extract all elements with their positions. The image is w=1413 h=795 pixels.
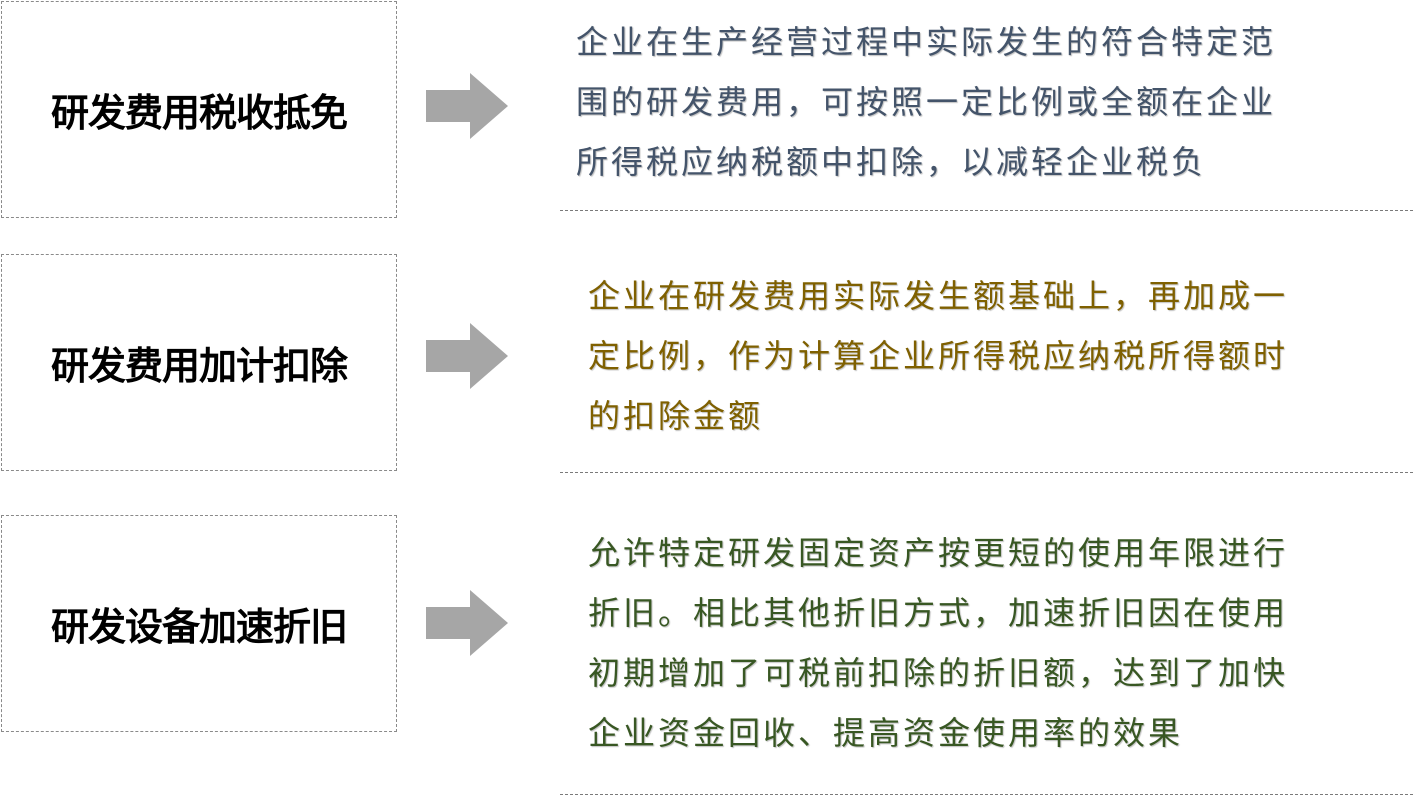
description-line: 所得税应纳税额中扣除，以减轻企业税负	[576, 143, 1207, 181]
policy-label: 研发设备加速折旧	[50, 605, 348, 649]
description-line: 围的研发费用，可按照一定比例或全额在企业	[576, 83, 1277, 121]
description-text: 企业在研发费用实际发生额基础上，再加成一 定比例，作为计算企业所得税应纳税所得额…	[588, 266, 1288, 446]
description-line: 初期增加了可税前扣除的折旧额，达到了加快	[588, 654, 1289, 692]
policy-label: 研发费用加计扣除	[50, 344, 348, 388]
description-line: 允许特定研发固定资产按更短的使用年限进行	[588, 534, 1289, 572]
description-line: 企业资金回收、提高资金使用率的效果	[588, 714, 1184, 752]
description-line: 的扣除金额	[588, 397, 764, 435]
arrow-right-icon	[426, 323, 508, 389]
policy-box-rd-super-deduction: 研发费用加计扣除	[1, 254, 397, 471]
description-line: 定比例，作为计算企业所得税应纳税所得额时	[588, 337, 1289, 375]
description-line: 折旧。相比其他折旧方式，加速折旧因在使用	[588, 594, 1289, 632]
policy-box-rd-tax-credit: 研发费用税收抵免	[1, 1, 397, 218]
description-block-rd-super-deduction: 企业在研发费用实际发生额基础上，再加成一 定比例，作为计算企业所得税应纳税所得额…	[560, 230, 1413, 473]
description-block-rd-tax-credit: 企业在生产经营过程中实际发生的符合特定范 围的研发费用，可按照一定比例或全额在企…	[560, 0, 1413, 211]
arrow-right-icon	[426, 73, 508, 139]
description-line: 企业在研发费用实际发生额基础上，再加成一	[588, 277, 1289, 315]
policy-box-accelerated-depreciation: 研发设备加速折旧	[1, 515, 397, 732]
arrow-right-icon	[426, 590, 508, 656]
policy-label: 研发费用税收抵免	[50, 91, 348, 135]
description-line: 企业在生产经营过程中实际发生的符合特定范	[576, 23, 1277, 61]
description-text: 企业在生产经营过程中实际发生的符合特定范 围的研发费用，可按照一定比例或全额在企…	[576, 12, 1276, 192]
description-text: 允许特定研发固定资产按更短的使用年限进行 折旧。相比其他折旧方式，加速折旧因在使…	[588, 523, 1288, 763]
description-block-accelerated-depreciation: 允许特定研发固定资产按更短的使用年限进行 折旧。相比其他折旧方式，加速折旧因在使…	[560, 495, 1413, 795]
